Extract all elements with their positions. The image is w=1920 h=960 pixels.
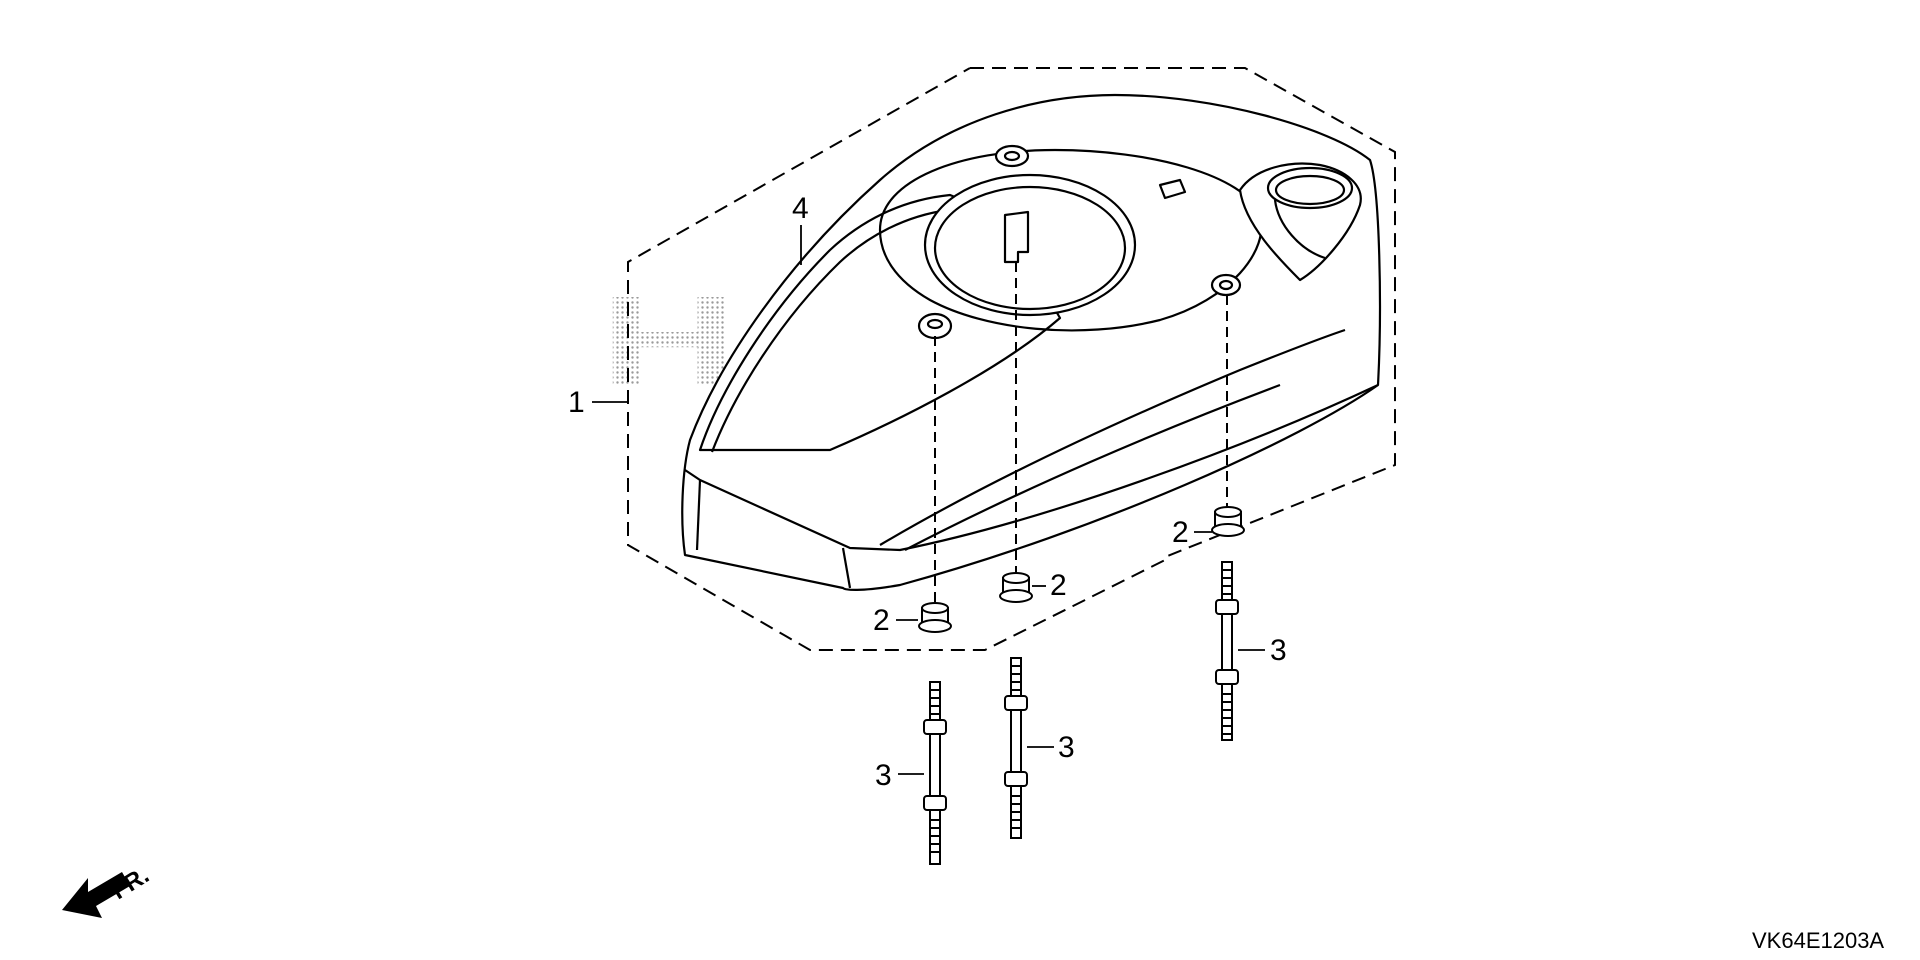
callout-stud-right: 3 bbox=[1270, 634, 1287, 667]
callout-rubber-center: 2 bbox=[1050, 569, 1067, 602]
drawing-code: VK64E1203A bbox=[1752, 928, 1884, 953]
callout-stud-center: 3 bbox=[1058, 731, 1075, 764]
alignment-lines bbox=[934, 262, 1228, 605]
front-label: FR. bbox=[107, 862, 154, 905]
front-arrow-icon bbox=[62, 872, 130, 918]
callout-stud-left: 3 bbox=[875, 759, 892, 792]
callout-rubber-left: 2 bbox=[873, 604, 890, 637]
stud-bolt-left bbox=[923, 681, 947, 865]
stud-bolt-center bbox=[1004, 657, 1028, 839]
stud-bolt-right bbox=[1215, 561, 1239, 741]
mounting-rubber-upper-right bbox=[1211, 506, 1245, 537]
mounting-rubber-center bbox=[999, 572, 1033, 603]
fan-shroud bbox=[681, 93, 1382, 591]
callout-air-guide: 4 bbox=[792, 192, 809, 225]
callout-shroud: 1 bbox=[568, 386, 585, 419]
callout-rubber-upper-right: 2 bbox=[1172, 516, 1189, 549]
mounting-rubber-left bbox=[918, 602, 952, 633]
